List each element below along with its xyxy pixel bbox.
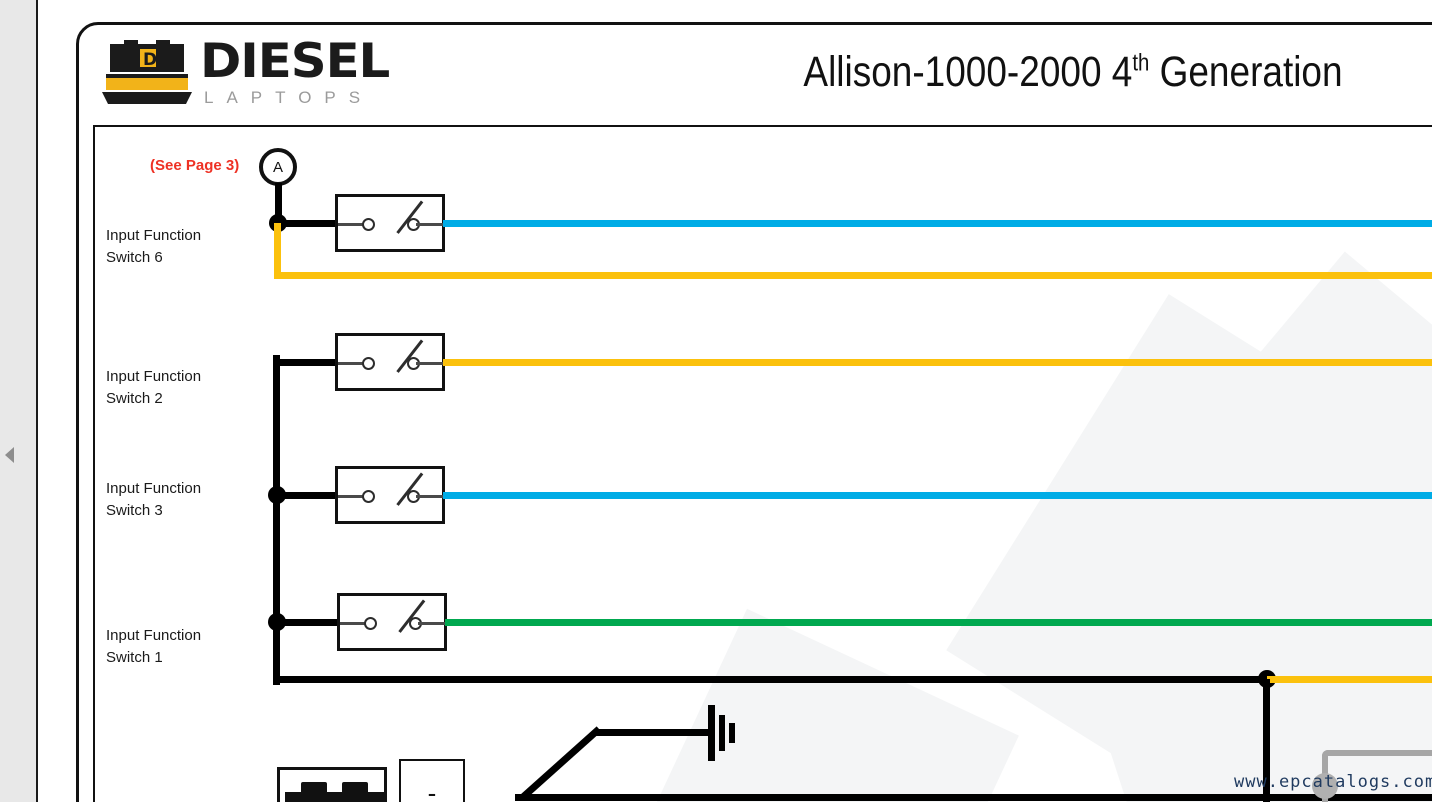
wire-sw6-input	[277, 220, 337, 227]
page-title-ordinal: th	[1132, 50, 1150, 77]
wire-sw3-input	[273, 492, 337, 499]
site-watermark: www.epcatalogs.com	[1234, 772, 1432, 792]
brand-subtitle: LAPTOPS	[204, 88, 374, 107]
collapse-arrow-icon[interactable]	[5, 447, 14, 463]
wire-bottom-bus	[273, 676, 1273, 683]
ground-bar-2	[719, 715, 725, 751]
wire-bottom-yellow	[1267, 676, 1432, 683]
page-reference-note: (See Page 3)	[150, 157, 240, 174]
battery-body	[285, 792, 385, 802]
switch-lead-right	[418, 622, 447, 625]
wire-ground-diagonal	[520, 726, 602, 800]
brand-wordmark: DIESEL	[200, 34, 390, 89]
label-input-function-switch-1: Input Function Switch 1	[106, 627, 202, 666]
switch-lead-left	[338, 495, 364, 498]
page-sheet: D DIESEL LAPTOPS Allison-1000-2000 4th G…	[36, 0, 1432, 802]
wire-sw2-input	[273, 359, 337, 366]
ground-bar-3	[729, 723, 735, 743]
connector-bubble-label: A	[272, 158, 283, 176]
switch-lead-left	[338, 362, 364, 365]
watermark-dot	[1312, 773, 1338, 799]
wire-sw1-input	[273, 619, 339, 626]
switch-terminal-left	[362, 218, 375, 231]
svg-text:D: D	[143, 50, 157, 70]
toolbox-laptop-icon: D	[102, 40, 192, 104]
switch-terminal-left	[362, 357, 375, 370]
page-title-main: Allison-1000-2000 4	[803, 48, 1133, 96]
switch-symbol-sw2[interactable]	[335, 333, 445, 391]
switch-terminal-left	[364, 617, 377, 630]
switch-lead-left	[338, 223, 364, 226]
wire-main-bus-vertical	[273, 355, 280, 685]
page-title-tail: Generation	[1149, 48, 1343, 96]
page-frame	[76, 22, 1432, 802]
label-input-function-switch-2: Input Function Switch 2	[106, 368, 202, 407]
viewer-left-rail	[0, 0, 37, 802]
switch-lead-left	[340, 622, 366, 625]
switch-terminal-left	[362, 490, 375, 503]
battery-negative-box: -	[399, 759, 465, 802]
switch-symbol-sw1[interactable]	[337, 593, 447, 651]
wire-battery-negative-run	[515, 794, 1432, 801]
wire-sw3-output-blue	[443, 492, 1432, 499]
wire-sw6-yellow-run	[274, 272, 1432, 279]
wire-bubble-stem	[275, 183, 282, 227]
junction-node-sw3	[268, 486, 286, 504]
battery-post-left	[301, 782, 327, 794]
wire-sw2-output-yellow	[443, 359, 1432, 366]
label-input-function-switch-3: Input Function Switch 3	[106, 480, 202, 519]
wire-bottom-bus-drop	[1263, 679, 1270, 802]
wire-sw6-output-blue	[443, 220, 1432, 227]
label-input-function-switch-6: Input Function Switch 6	[106, 227, 202, 266]
switch-symbol-sw3[interactable]	[335, 466, 445, 524]
switch-lead-right	[416, 362, 445, 365]
switch-lead-right	[416, 223, 445, 226]
junction-node-sw1	[268, 613, 286, 631]
switch-lead-right	[416, 495, 445, 498]
page-title: Allison-1000-2000 4th Generation	[733, 48, 1412, 97]
wiring-diagram-panel: A (See Page 3) Input Function Swi	[93, 125, 1432, 802]
connector-bubble-a[interactable]: A	[259, 148, 297, 186]
switch-symbol-sw6[interactable]	[335, 194, 445, 252]
wire-sw1-output-green	[445, 619, 1432, 626]
wire-sw6-yellow-drop	[274, 223, 281, 279]
brand-logo: D DIESEL LAPTOPS	[100, 36, 400, 118]
battery-symbol-box	[277, 767, 387, 802]
battery-post-right	[342, 782, 368, 794]
wire-ground-lead	[596, 729, 712, 736]
battery-negative-label: -	[427, 777, 437, 802]
